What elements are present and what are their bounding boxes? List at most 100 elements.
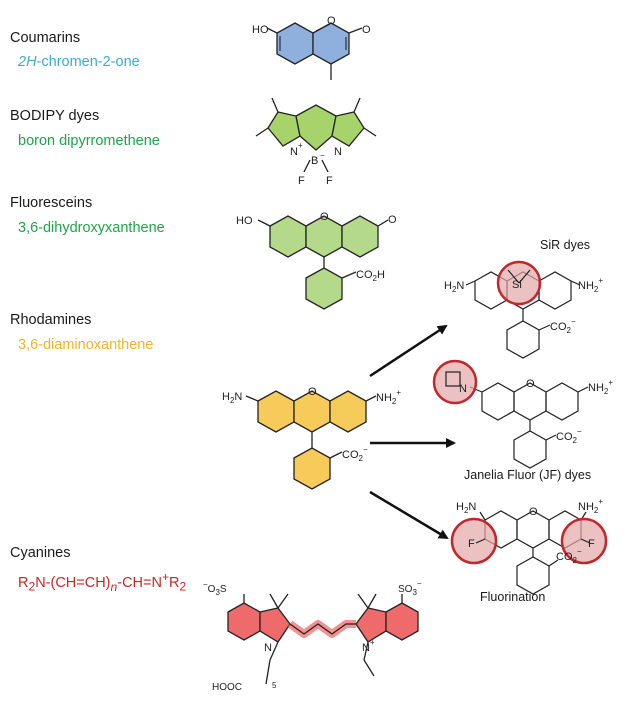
formula-sub1: 2: [28, 579, 36, 594]
sir-h2n-sub: 2: [452, 285, 457, 294]
bodipy-n-left: N: [290, 146, 298, 158]
rhodamine-h2n-sub: 2: [230, 396, 235, 405]
coumarin-ho: HO: [252, 24, 269, 36]
sir-nh2: NH2+: [578, 276, 603, 294]
jf-nh2-plus: +: [608, 378, 613, 387]
jf-structure: [469, 382, 589, 469]
fluorescein-ho: HO: [236, 215, 253, 227]
fluorinated-h2n-sub: 2: [464, 506, 469, 515]
bodipy-n-plus: +: [298, 141, 303, 150]
bodipy-pyrrole-right: [331, 111, 365, 147]
formula-plus: +: [161, 570, 170, 584]
bodipy-b: B: [311, 155, 318, 167]
bodipy-structure: [255, 97, 377, 173]
coumarins-subtitle-rest: -chromen-2-one: [36, 54, 140, 70]
fluorescein-co2h: CO2H: [356, 269, 385, 283]
cyanine-so3-left-minus: −: [203, 580, 208, 589]
formula-r2: R: [169, 574, 180, 591]
rhodamine-structure: [245, 390, 377, 490]
cyanine-pyrrole-left: [259, 607, 291, 643]
cyanine-hooc: HOOC: [212, 682, 242, 693]
fluoresceins-title: Fluoresceins: [10, 195, 93, 211]
sir-dyes-label: SiR dyes: [540, 238, 591, 252]
bodipy-pyrrole-left: [267, 111, 301, 147]
rhodamine-co2: CO2−: [342, 445, 368, 463]
formula-r1: R: [18, 574, 29, 591]
cyanine-so3-right-sub: 3: [412, 588, 417, 597]
bodipy-f-left: F: [298, 175, 305, 187]
fluorinated-h2n-h: H: [456, 501, 464, 513]
sir-co2-minus: −: [571, 317, 576, 326]
rhodamine-ring-left: [257, 390, 295, 433]
formula-sub2: 2: [179, 579, 187, 594]
rhodamine-co2-co: CO: [342, 449, 359, 461]
fluorinated-nh2-nh: NH: [578, 501, 594, 513]
sir-co2-sub: 2: [567, 326, 572, 335]
arrow-to-sir: [369, 324, 448, 378]
jf-nh2: NH2+: [588, 378, 613, 396]
fluorinated-co2: CO2−: [556, 547, 582, 565]
rhodamine-nh2-nh: NH: [376, 392, 392, 404]
bodipy-b-minus: −: [320, 151, 325, 160]
jf-dyes-label: Janelia Fluor (JF) dyes: [464, 468, 592, 482]
cyanine-chain-5: 5: [272, 681, 277, 690]
fluorination-highlight-left: [450, 517, 498, 565]
bodipy-f-right: F: [326, 175, 333, 187]
coumarin-carbonyl-o: O: [362, 24, 371, 36]
coumarin-ring-b: [312, 22, 350, 65]
sir-nh2-plus: +: [598, 276, 603, 285]
coumarin-ring-o: O: [327, 15, 336, 27]
jf-azetidine: [445, 371, 461, 387]
jf-co2-co: CO: [556, 431, 573, 443]
fluorinated-nh2-sub: 2: [594, 506, 599, 515]
cyanine-n-right: N: [362, 642, 370, 654]
sir-co2-co: CO: [550, 321, 567, 333]
fluorinated-f-left: F: [468, 538, 475, 550]
fluorinated-nh2: NH2+: [578, 497, 603, 515]
fluorescein-co2h-co: CO: [356, 269, 373, 281]
fluorescein-ring-right: [341, 215, 379, 258]
sir-co2: CO2−: [550, 317, 576, 335]
cyanine-pyrrole-right: [355, 607, 387, 643]
rhodamine-co2-minus: −: [363, 445, 368, 454]
fluorescein-carbonyl-o: O: [388, 214, 397, 226]
rhodamine-h2n: H2N: [222, 391, 242, 405]
sir-nh2-nh: NH: [578, 280, 594, 292]
sir-h2n-h: H: [444, 280, 452, 292]
cyanine-n-plus: +: [370, 638, 375, 647]
fluorinated-h2n: H2N: [456, 501, 476, 515]
rhodamines-subtitle: 3,6-diaminoxanthene: [18, 337, 154, 353]
cyanine-structure: [227, 593, 419, 685]
fluorescein-structure: [257, 215, 389, 310]
fluorination-label: Fluorination: [480, 590, 546, 604]
fluorinated-h2n-n: N: [468, 501, 476, 513]
rhodamine-benzene: [293, 447, 331, 490]
fluorescein-ring-left: [269, 215, 307, 258]
fluoresceins-subtitle: 3,6-dihydroxyxanthene: [18, 220, 165, 236]
formula-chain: N-(CH=CH): [35, 574, 111, 591]
rhodamine-nh2-plus: +: [396, 388, 401, 397]
jf-ring-o: O: [526, 378, 535, 390]
coumarins-title: Coumarins: [10, 30, 81, 46]
sir-h2n-n: N: [456, 280, 464, 292]
fluorescein-co2h-h: H: [377, 269, 385, 281]
coumarins-subtitle: 2H-chromen-2-one: [18, 54, 140, 70]
fluorinated-co2-co: CO: [556, 551, 573, 563]
coumarin-ring-a: [276, 22, 314, 65]
bodipy-subtitle: boron dipyrromethene: [18, 133, 160, 149]
sir-h2n: H2N: [444, 280, 464, 294]
fluorescein-co2h-sub: 2: [373, 274, 378, 283]
fluorinated-nh2-plus: +: [598, 497, 603, 506]
coumarins-subtitle-italic: 2H: [18, 54, 37, 70]
cyanine-so3-right: SO3−: [398, 579, 422, 597]
cyanine-polymethine-glow: [287, 620, 356, 638]
cyanine-so3-left: −O3S: [203, 580, 227, 597]
rhodamine-co2-sub: 2: [359, 454, 364, 463]
rhodamine-h2n-n: N: [234, 391, 242, 403]
jf-nh2-nh: NH: [588, 382, 604, 394]
fluorinated-ring-o: O: [529, 506, 538, 518]
jf-co2-sub: 2: [573, 436, 578, 445]
fluorinated-f-right: F: [588, 538, 595, 550]
rhodamine-h2n-h: H: [222, 391, 230, 403]
